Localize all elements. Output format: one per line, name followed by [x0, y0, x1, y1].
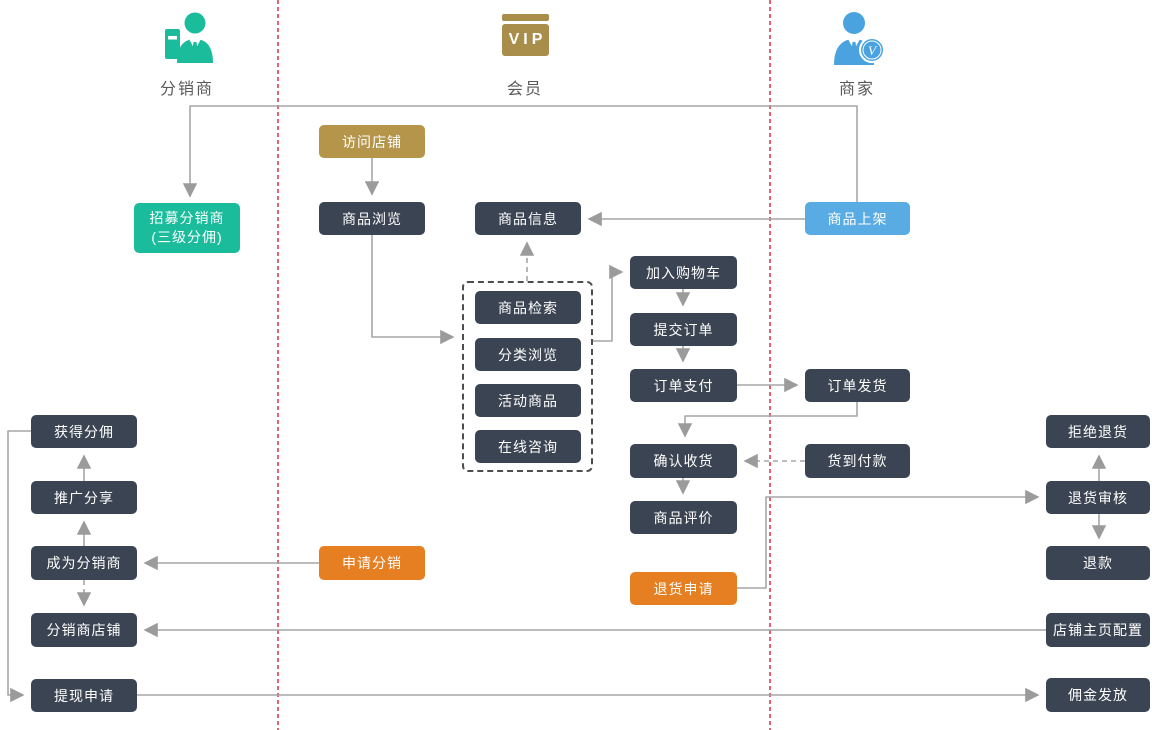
node-product-listing: 商品上架	[805, 202, 910, 235]
node-promote-share: 推广分享	[31, 481, 137, 514]
node-activity-products: 活动商品	[475, 384, 581, 417]
node-apply-distribution: 申请分销	[319, 546, 425, 580]
node-product-info: 商品信息	[475, 202, 581, 235]
node-reject-return: 拒绝退货	[1046, 415, 1150, 448]
distributor-person-icon	[165, 12, 213, 63]
node-recruit-distributor-line2: (三级分佣)	[151, 229, 223, 245]
node-product-review: 商品评价	[630, 501, 737, 534]
node-cash-on-delivery: 货到付款	[805, 444, 910, 478]
node-product-search: 商品检索	[475, 291, 581, 324]
node-order-shipping: 订单发货	[805, 369, 910, 402]
edge-order-shipping-to-confirm-receipt	[677, 402, 858, 438]
edge-product-listing-to-recruit-distributor	[182, 105, 858, 202]
node-return-review: 退货审核	[1046, 481, 1150, 514]
node-become-distributor: 成为分销商	[31, 546, 137, 580]
node-confirm-receipt: 确认收货	[630, 444, 737, 478]
node-commission-payout: 佣金发放	[1046, 678, 1150, 712]
node-browse-products: 商品浏览	[319, 202, 425, 235]
node-distributor-shop: 分销商店铺	[31, 613, 137, 647]
vip-icon-top-bar	[502, 14, 549, 21]
product-discovery-group	[462, 281, 593, 472]
node-withdraw-request: 提现申请	[31, 679, 137, 712]
node-visit-shop: 访问店铺	[319, 125, 425, 158]
node-get-commission: 获得分佣	[31, 415, 137, 448]
node-category-browse: 分类浏览	[475, 338, 581, 371]
lane-label-merchant: 商家	[838, 81, 875, 98]
node-recruit-distributor: 招募分销商 (三级分佣)	[134, 203, 240, 253]
node-recruit-distributor-line1: 招募分销商	[149, 210, 225, 226]
merchant-person-icon: V	[834, 12, 885, 65]
node-refund: 退款	[1046, 546, 1150, 580]
edge-get-commission-to-withdraw-request	[7, 430, 31, 703]
edge-return-request-to-return-review	[737, 489, 1040, 589]
node-submit-order: 提交订单	[630, 313, 737, 346]
lane-label-distributor: 分销商	[159, 81, 214, 98]
node-order-payment: 订单支付	[630, 369, 737, 402]
edge-browse-products-to-discovery-group	[371, 235, 455, 345]
vip-icon: VIP	[502, 14, 549, 56]
node-add-to-cart: 加入购物车	[630, 256, 737, 289]
node-return-request: 退货申请	[630, 572, 737, 605]
merchant-badge-letter: V	[868, 43, 878, 58]
lane-label-member: 会员	[506, 81, 543, 98]
vip-icon-text: VIP	[502, 24, 549, 56]
node-shop-homepage-config: 店铺主页配置	[1046, 613, 1150, 647]
node-online-consult: 在线咨询	[475, 430, 581, 463]
edge-discovery-group-to-add-to-cart	[593, 264, 624, 342]
